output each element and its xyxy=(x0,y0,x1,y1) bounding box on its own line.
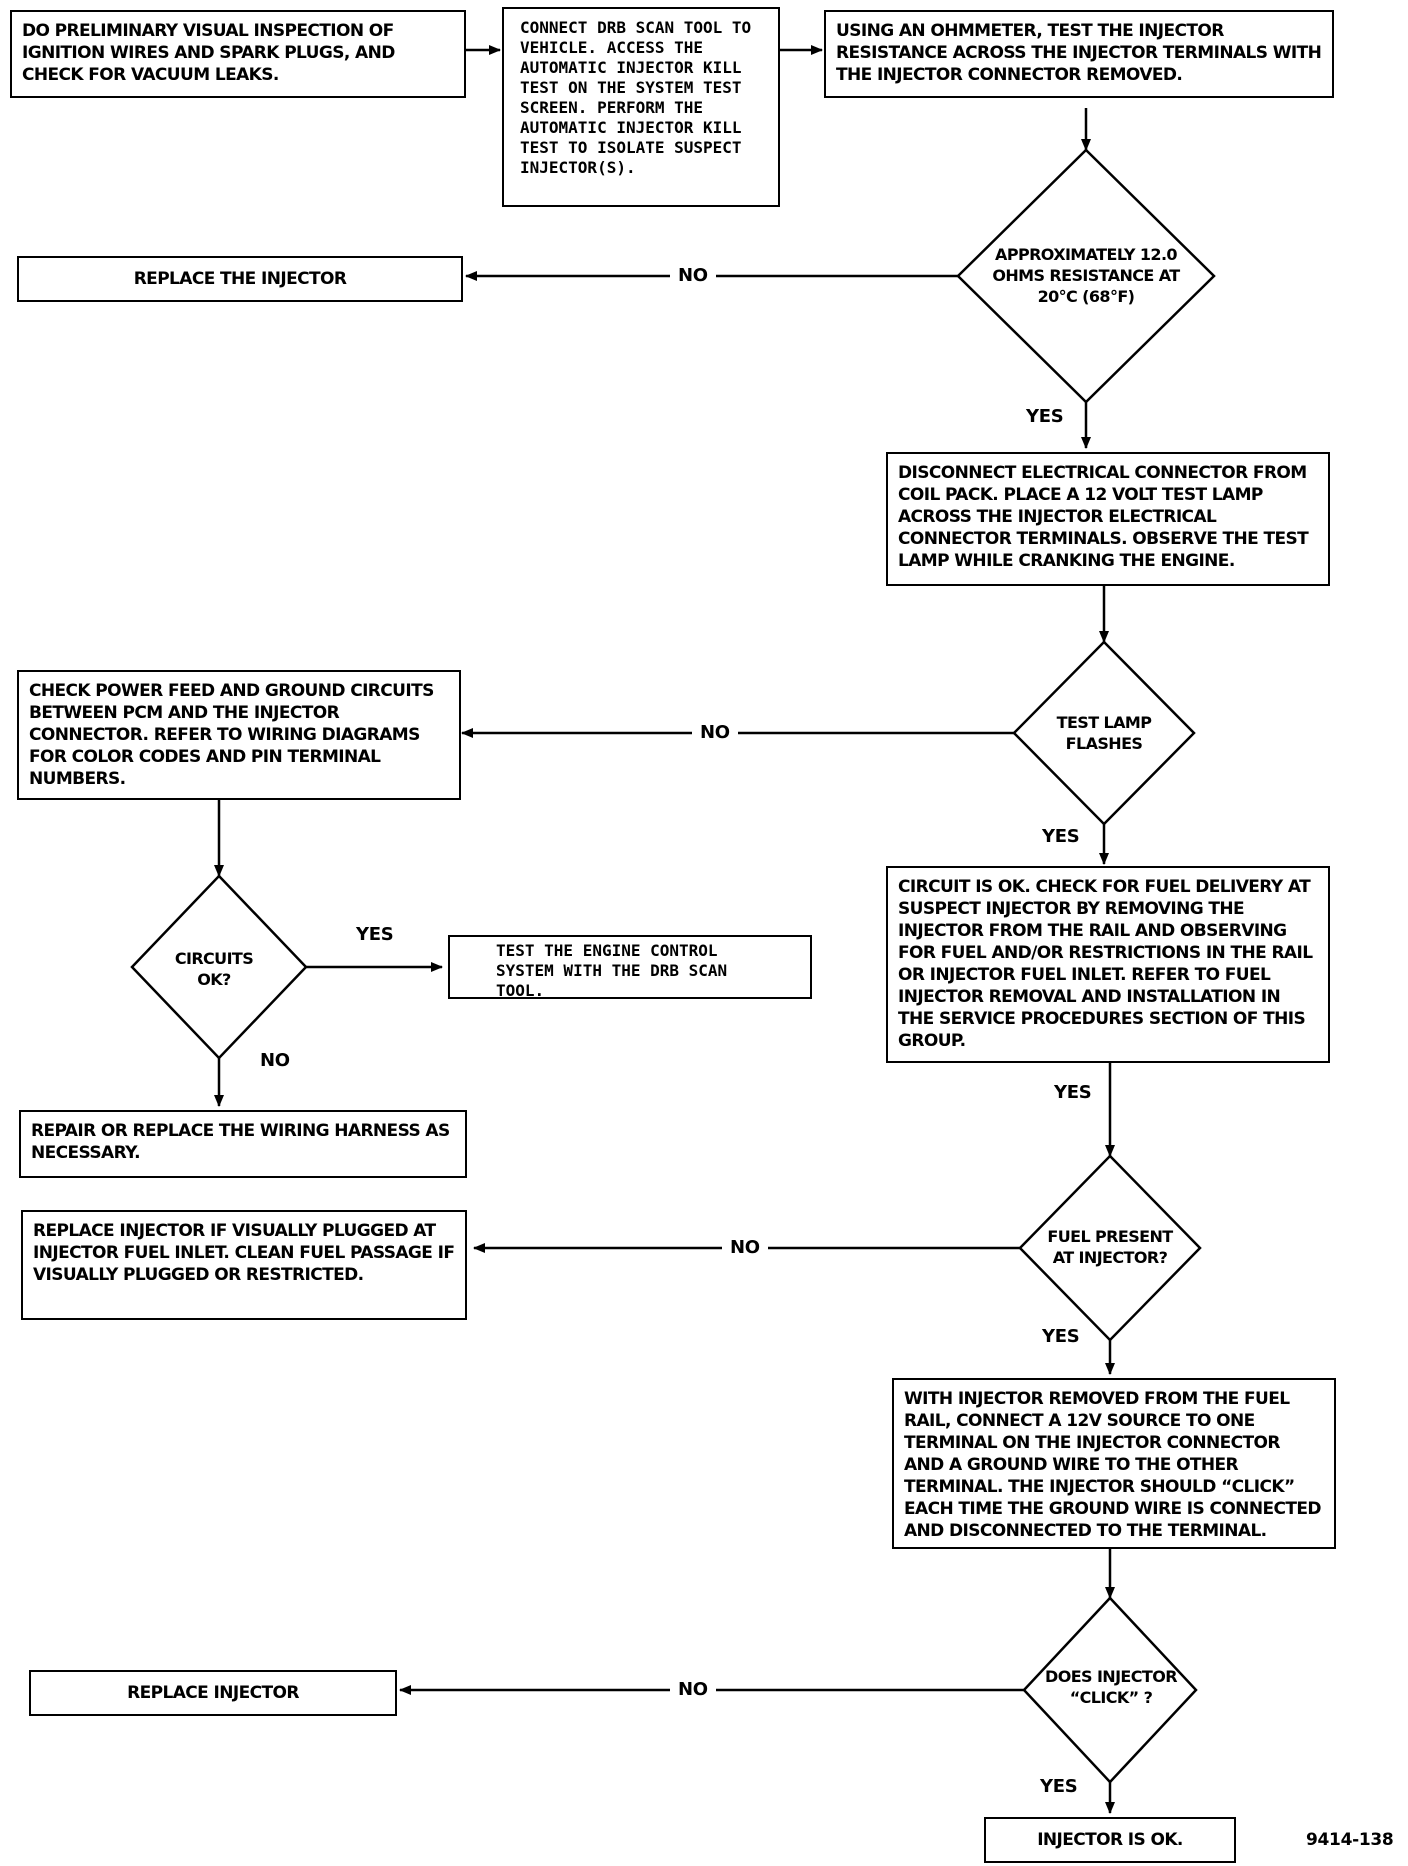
step-replace-injector-text: REPLACE INJECTOR xyxy=(127,1683,299,1703)
step-circuit-ok-fuel-delivery: CIRCUIT IS OK. CHECK FOR FUEL DELIVERY A… xyxy=(886,866,1330,1063)
decision-lamp-flashes-text: TEST LAMP FLASHES xyxy=(1056,713,1152,753)
label-yes-fuel: YES xyxy=(1042,1326,1080,1347)
step-ohmmeter-test: USING AN OHMMETER, TEST THE INJECTOR RES… xyxy=(824,10,1334,98)
step-replace-if-plugged: REPLACE INJECTOR IF VISUALLY PLUGGED AT … xyxy=(21,1210,467,1320)
step-connect-drb-text: CONNECT DRB SCAN TOOL TO VEHICLE. ACCESS… xyxy=(520,18,752,177)
step-click-test-text: WITH INJECTOR REMOVED FROM THE FUEL RAIL… xyxy=(904,1389,1321,1541)
label-yes-circuits: YES xyxy=(356,924,394,945)
label-no-resistance: NO xyxy=(670,265,716,287)
step-replace-the-injector: REPLACE THE INJECTOR xyxy=(17,256,463,302)
decision-fuel-present-text: FUEL PRESENT AT INJECTOR? xyxy=(1047,1227,1173,1267)
step-click-test: WITH INJECTOR REMOVED FROM THE FUEL RAIL… xyxy=(892,1378,1336,1549)
decision-circuits-ok-text: CIRCUITS OK? xyxy=(174,949,254,989)
step-ohmmeter-test-text: USING AN OHMMETER, TEST THE INJECTOR RES… xyxy=(836,21,1322,85)
step-test-lamp-text: DISCONNECT ELECTRICAL CONNECTOR FROM COI… xyxy=(898,463,1309,571)
step-test-engine-control: TEST THE ENGINE CONTROL SYSTEM WITH THE … xyxy=(448,935,812,1000)
step-preliminary-inspection: DO PRELIMINARY VISUAL INSPECTION OF IGNI… xyxy=(10,10,466,98)
step-replace-if-plugged-text: REPLACE INJECTOR IF VISUALLY PLUGGED AT … xyxy=(33,1221,455,1285)
label-yes-lamp: YES xyxy=(1042,826,1080,847)
step-test-engine-control-text: TEST THE ENGINE CONTROL SYSTEM WITH THE … xyxy=(496,941,728,1000)
figure-code: 9414-138 xyxy=(1306,1830,1394,1850)
step-preliminary-inspection-text: DO PRELIMINARY VISUAL INSPECTION OF IGNI… xyxy=(22,21,395,85)
step-replace-the-injector-text: REPLACE THE INJECTOR xyxy=(133,269,347,289)
label-yes-resistance: YES xyxy=(1026,406,1064,427)
label-yes-circuit-ok: YES xyxy=(1054,1082,1092,1103)
step-check-power-ground-text: CHECK POWER FEED AND GROUND CIRCUITS BET… xyxy=(29,681,434,789)
step-injector-ok: INJECTOR IS OK. xyxy=(984,1817,1236,1863)
step-connect-drb: CONNECT DRB SCAN TOOL TO VEHICLE. ACCESS… xyxy=(502,7,780,207)
step-check-power-ground: CHECK POWER FEED AND GROUND CIRCUITS BET… xyxy=(17,670,461,800)
step-repair-wiring: REPAIR OR REPLACE THE WIRING HARNESS AS … xyxy=(19,1110,467,1178)
step-replace-injector: REPLACE INJECTOR xyxy=(29,1670,397,1716)
label-no-circuits: NO xyxy=(260,1050,290,1071)
step-test-lamp: DISCONNECT ELECTRICAL CONNECTOR FROM COI… xyxy=(886,452,1330,586)
decision-resistance-text: APPROXIMATELY 12.0 OHMS RESISTANCE AT 20… xyxy=(992,245,1180,306)
step-injector-ok-text: INJECTOR IS OK. xyxy=(1037,1830,1183,1850)
decision-does-click-text: DOES INJECTOR “CLICK” ? xyxy=(1045,1667,1178,1707)
label-yes-click: YES xyxy=(1040,1776,1078,1797)
step-circuit-ok-fuel-delivery-text: CIRCUIT IS OK. CHECK FOR FUEL DELIVERY A… xyxy=(898,877,1313,1051)
label-no-lamp: NO xyxy=(692,722,738,744)
step-repair-wiring-text: REPAIR OR REPLACE THE WIRING HARNESS AS … xyxy=(31,1121,450,1163)
label-no-click: NO xyxy=(670,1679,716,1701)
label-no-fuel: NO xyxy=(722,1237,768,1259)
